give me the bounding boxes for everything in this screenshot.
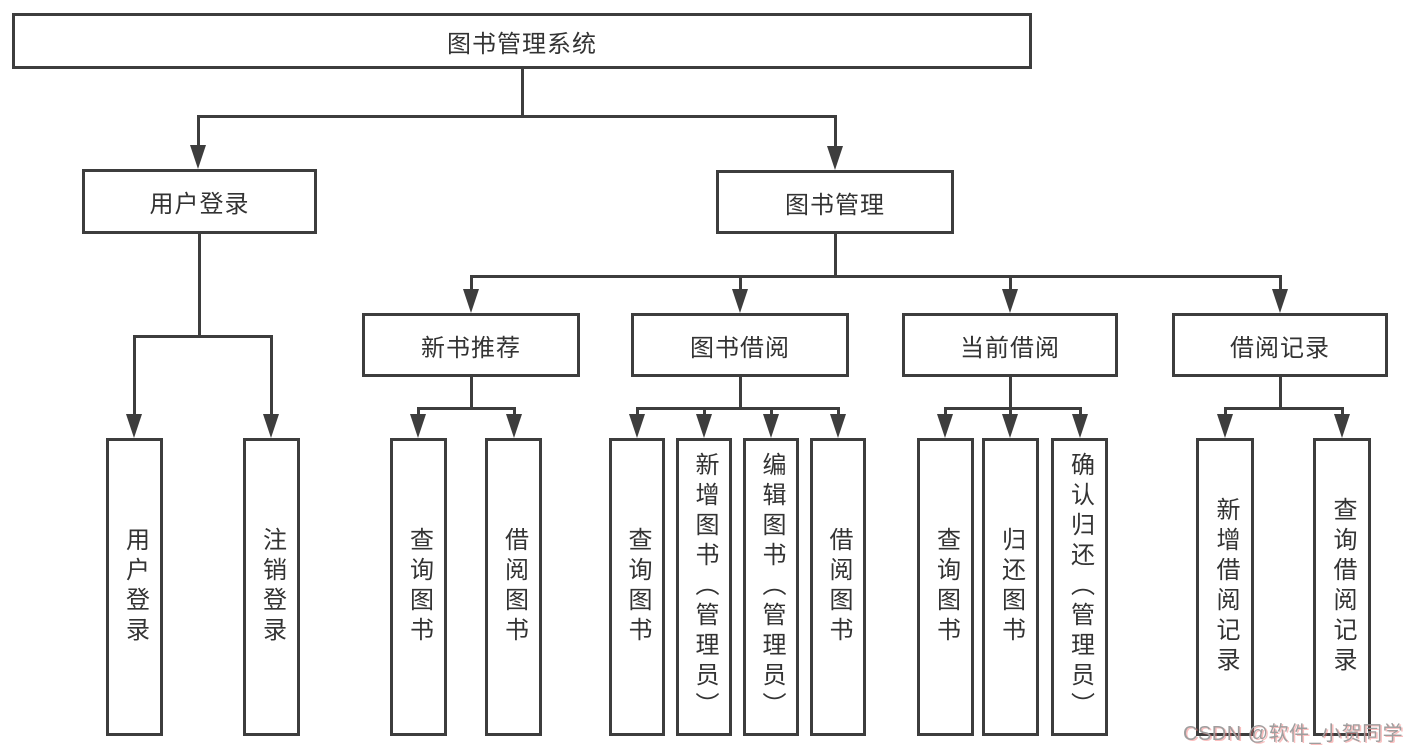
arrow-down-icon [190,145,206,169]
leaf-add-borrow-record-label: 新增借阅记录 [1212,497,1239,677]
arrow-down-icon [1002,289,1018,313]
arrow-down-icon [263,414,279,438]
connector-line [738,275,742,291]
arrow-down-icon [732,289,748,313]
connector-line [836,407,840,416]
leaf-edit-books-admin-label: 编辑图书（管理员） [758,452,785,722]
arrow-down-icon [629,414,645,438]
leaf-add-books-admin: 新增图书（管理员） [676,438,732,736]
connector-line [196,115,200,147]
node-book-borrowing-label: 图书借阅 [690,334,790,362]
leaf-query-borrow-record-label: 查询借阅记录 [1329,497,1356,677]
connector-line [1078,407,1082,416]
leaf-query-books-current-label: 查询图书 [932,527,960,647]
connector-line [833,233,837,278]
node-new-book-recommend-label: 新书推荐 [421,334,521,362]
arrow-down-icon [937,414,953,438]
leaf-confirm-return-admin: 确认归还（管理员） [1051,438,1108,736]
leaf-query-books-current: 查询图书 [917,438,974,736]
arrow-down-icon [506,414,522,438]
connector-line [132,335,136,416]
leaf-return-books-label: 归还图书 [997,527,1025,647]
connector-line [769,407,773,416]
connector-line [1008,407,1012,416]
leaf-borrow-books-borrowing: 借阅图书 [810,438,866,736]
leaf-confirm-return-admin-label: 确认归还（管理员） [1066,452,1094,722]
node-user-login: 用户登录 [82,169,317,234]
connector-line [1278,376,1282,410]
connector-line [1278,275,1282,291]
arrow-down-icon [1072,414,1088,438]
node-root-label: 图书管理系统 [447,30,597,58]
leaf-edit-books-admin: 编辑图书（管理员） [743,438,799,736]
connector-line [1008,275,1012,291]
node-book-management: 图书管理 [716,170,954,234]
connector-line [416,407,420,416]
leaf-query-borrow-record: 查询借阅记录 [1313,438,1371,736]
csdn-watermark: CSDN @软件_小贺同学 [1183,723,1404,745]
connector-line [196,115,837,118]
connector-line [1223,407,1227,416]
connector-line [1008,376,1012,410]
connector-line [469,275,473,291]
connector-line [943,407,1082,410]
connector-line [520,68,524,117]
connector-line [702,407,706,416]
leaf-logout-login: 注销登录 [243,438,300,736]
connector-line [469,376,473,410]
leaf-user-login-label: 用户登录 [121,527,149,647]
connector-line [132,335,273,338]
connector-line [738,376,742,410]
node-root: 图书管理系统 [12,13,1032,69]
connector-line [416,407,516,410]
arrow-down-icon [463,289,479,313]
node-current-borrowing: 当前借阅 [902,313,1118,377]
arrow-down-icon [830,414,846,438]
connector-line [512,407,516,416]
connector-line [833,115,837,148]
arrow-down-icon [126,414,142,438]
arrow-down-icon [696,414,712,438]
connector-line [635,407,639,416]
arrow-down-icon [827,146,843,170]
connector-line [1223,407,1344,410]
node-new-book-recommend: 新书推荐 [362,313,580,377]
leaf-add-borrow-record: 新增借阅记录 [1196,438,1254,736]
leaf-query-books-borrowing-label: 查询图书 [624,527,651,647]
connector-line [269,335,273,416]
node-current-borrowing-label: 当前借阅 [960,334,1060,362]
connector-line [635,407,840,410]
arrow-down-icon [1334,414,1350,438]
leaf-user-login: 用户登录 [106,438,163,736]
node-borrowing-records: 借阅记录 [1172,313,1388,377]
leaf-borrow-books-borrowing-label: 借阅图书 [825,527,852,647]
leaf-logout-login-label: 注销登录 [258,527,286,647]
arrow-down-icon [410,414,426,438]
leaf-return-books: 归还图书 [982,438,1039,736]
leaf-query-books-recommend: 查询图书 [390,438,447,736]
node-borrowing-records-label: 借阅记录 [1230,334,1330,362]
arrow-down-icon [1002,414,1018,438]
node-book-management-label: 图书管理 [785,191,885,219]
leaf-borrow-books-recommend: 借阅图书 [485,438,542,736]
arrow-down-icon [763,414,779,438]
arrow-down-icon [1217,414,1233,438]
connector-line [943,407,947,416]
leaf-borrow-books-recommend-label: 借阅图书 [500,527,528,647]
arrow-down-icon [1272,289,1288,313]
connector-line [469,275,1282,278]
leaf-query-books-borrowing: 查询图书 [609,438,665,736]
leaf-add-books-admin-label: 新增图书（管理员） [691,452,718,722]
node-book-borrowing: 图书借阅 [631,313,849,377]
node-user-login-label: 用户登录 [149,191,250,218]
connector-line [1340,407,1344,416]
leaf-query-books-recommend-label: 查询图书 [405,527,433,647]
connector-line [197,233,201,338]
